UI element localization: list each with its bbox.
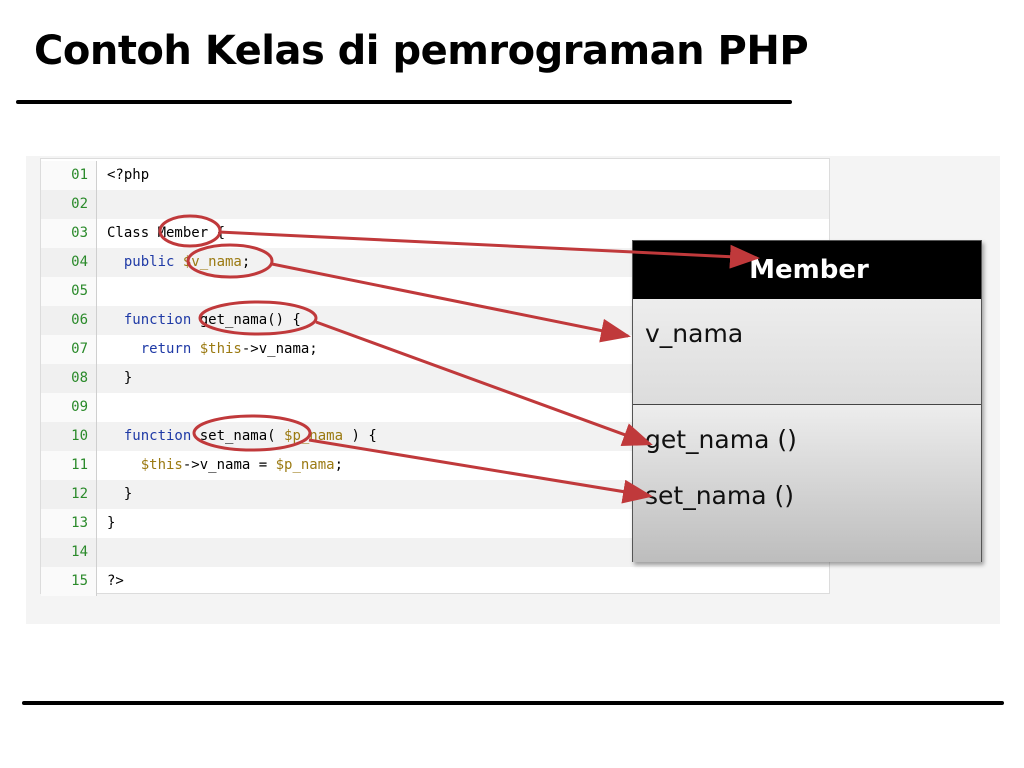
code-line: 11 $this->v_nama = $p_nama; bbox=[41, 451, 829, 480]
code-text: } bbox=[107, 364, 132, 393]
uml-attributes-section: v_nama bbox=[633, 299, 981, 405]
line-number: 01 bbox=[41, 161, 97, 190]
code-line: 05 bbox=[41, 277, 829, 306]
slide-title: Contoh Kelas di pemrograman PHP bbox=[34, 28, 809, 74]
code-token: } bbox=[107, 515, 116, 531]
highlight-get-method bbox=[198, 300, 318, 336]
code-variable: $v_nama bbox=[182, 254, 242, 270]
code-line: 03 Class Member { bbox=[41, 219, 829, 248]
code-keyword: function bbox=[107, 312, 200, 328]
code-token: ; bbox=[241, 254, 251, 270]
highlight-attribute bbox=[186, 243, 274, 279]
code-token: } bbox=[107, 486, 133, 502]
code-line: 07 return $this->v_nama; bbox=[41, 335, 829, 364]
arrow-get-method-to-uml bbox=[315, 320, 653, 447]
line-number: 05 bbox=[41, 277, 97, 306]
code-line: 09 bbox=[41, 393, 829, 422]
code-keyword: public bbox=[107, 254, 183, 270]
code-text: function get_nama() { bbox=[107, 306, 301, 335]
code-token: ?> bbox=[107, 573, 124, 589]
code-text: <?php bbox=[107, 161, 149, 190]
code-token: get_nama() { bbox=[199, 312, 301, 328]
line-number: 09 bbox=[41, 393, 97, 422]
code-text: function set_nama( $p_nama ) { bbox=[107, 422, 377, 451]
code-line: 01 <?php bbox=[41, 161, 829, 190]
code-text: } bbox=[107, 480, 132, 509]
uml-method: get_nama () bbox=[645, 425, 797, 454]
code-line: 13} bbox=[41, 509, 829, 538]
line-number: 14 bbox=[41, 538, 97, 567]
line-number: 07 bbox=[41, 335, 97, 364]
code-keyword: return bbox=[107, 341, 200, 357]
code-token: ->v_nama; bbox=[241, 341, 318, 357]
code-text: } bbox=[107, 509, 115, 538]
code-token: set_nama( bbox=[199, 428, 285, 444]
line-number: 10 bbox=[41, 422, 97, 451]
uml-attribute: v_nama bbox=[645, 319, 744, 348]
code-token: ) { bbox=[343, 428, 377, 444]
code-variable: $this bbox=[140, 457, 183, 473]
line-number: 04 bbox=[41, 248, 97, 277]
code-text: Class Member { bbox=[107, 219, 225, 248]
title-underline bbox=[16, 100, 792, 104]
arrow-class-to-uml bbox=[218, 230, 760, 269]
code-token: ->v_nama = bbox=[182, 457, 276, 473]
code-text: return $this->v_nama; bbox=[107, 335, 318, 364]
uml-method: set_nama () bbox=[645, 481, 794, 510]
code-text: $this->v_nama = $p_nama; bbox=[107, 451, 343, 480]
line-number: 15 bbox=[41, 567, 97, 596]
arrow-attribute-to-uml bbox=[271, 262, 631, 343]
footer-rule bbox=[22, 701, 1004, 705]
line-number: 11 bbox=[41, 451, 97, 480]
code-line: 02 bbox=[41, 190, 829, 219]
line-number: 02 bbox=[41, 190, 97, 219]
code-text: public $v_nama; bbox=[107, 248, 250, 277]
uml-class-name: Member bbox=[633, 241, 981, 299]
code-text: ?> bbox=[107, 567, 124, 596]
code-variable: $p_nama bbox=[275, 457, 335, 473]
code-variable: $p_nama bbox=[284, 428, 344, 444]
uml-methods-section: get_nama () set_nama () bbox=[633, 405, 981, 562]
arrow-set-method-to-uml bbox=[308, 438, 653, 504]
line-number: 13 bbox=[41, 509, 97, 538]
code-variable: $this bbox=[199, 341, 242, 357]
line-number: 12 bbox=[41, 480, 97, 509]
code-line: 15 ?> bbox=[41, 567, 829, 596]
code-token: <?php bbox=[107, 167, 150, 183]
code-token: Class bbox=[107, 225, 158, 241]
line-number: 03 bbox=[41, 219, 97, 248]
code-token: } bbox=[107, 370, 133, 386]
code-keyword: function bbox=[107, 428, 200, 444]
uml-class-box: Member v_nama get_nama () set_nama () bbox=[632, 240, 982, 562]
code-token: ; bbox=[334, 457, 344, 473]
line-number: 06 bbox=[41, 306, 97, 335]
highlight-class-name bbox=[158, 214, 222, 248]
highlight-set-method bbox=[192, 414, 312, 452]
line-number: 08 bbox=[41, 364, 97, 393]
code-token: Member bbox=[157, 225, 209, 241]
